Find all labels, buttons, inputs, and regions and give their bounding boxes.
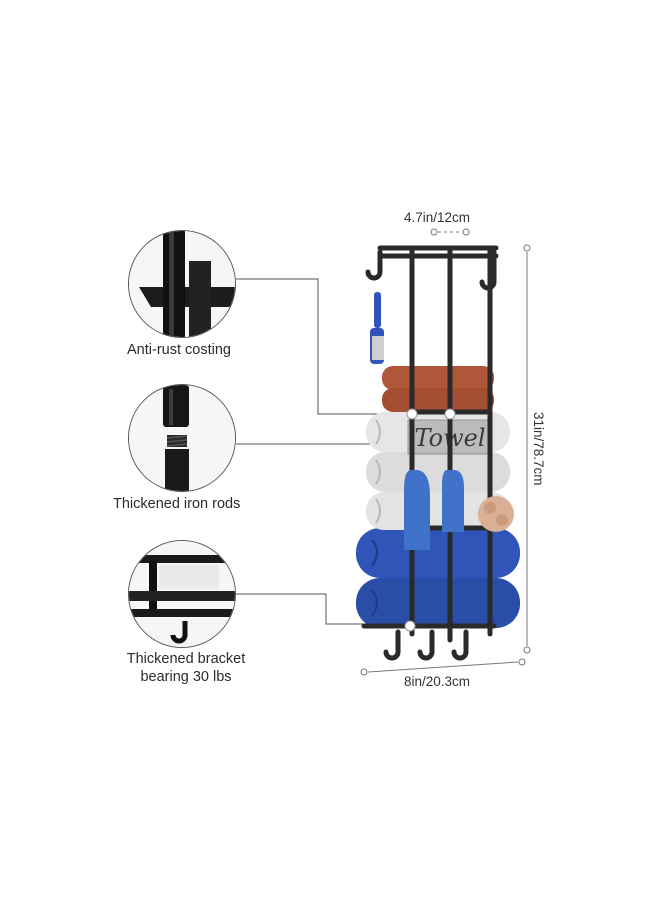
dimension-lines: [360, 228, 531, 676]
callout-3-label-line1: Thickened bracket: [126, 651, 246, 667]
height-label: 31in/78.7cm: [531, 412, 546, 486]
top-width-label: 4.7in/12cm: [404, 210, 471, 225]
callout-3-circle: [128, 540, 236, 648]
callout-1-label: Anti-rust costing: [127, 342, 231, 358]
callout-2-circle: [128, 384, 236, 492]
brush: [370, 292, 384, 364]
callout-3-label-line2: bearing 30 lbs: [140, 669, 232, 685]
blue-towels: [356, 528, 520, 628]
rod-joint-detail-icon: [129, 231, 235, 337]
callout-1-circle: [128, 230, 236, 338]
callout-2-label: Thickened iron rods: [113, 496, 241, 512]
loofah-sponge: [478, 496, 514, 532]
leader-line-1: [236, 278, 412, 415]
callout-3-label: Thickened bracket bearing 30 lbs: [118, 650, 254, 686]
hanging-cloths: [404, 470, 464, 550]
brown-towels: [382, 366, 494, 412]
threaded-rod-detail-icon: [129, 385, 235, 491]
bracket-detail-icon: [129, 541, 235, 647]
bottom-width-label: 8in/20.3cm: [404, 674, 471, 689]
joint-markers: [404, 408, 456, 632]
